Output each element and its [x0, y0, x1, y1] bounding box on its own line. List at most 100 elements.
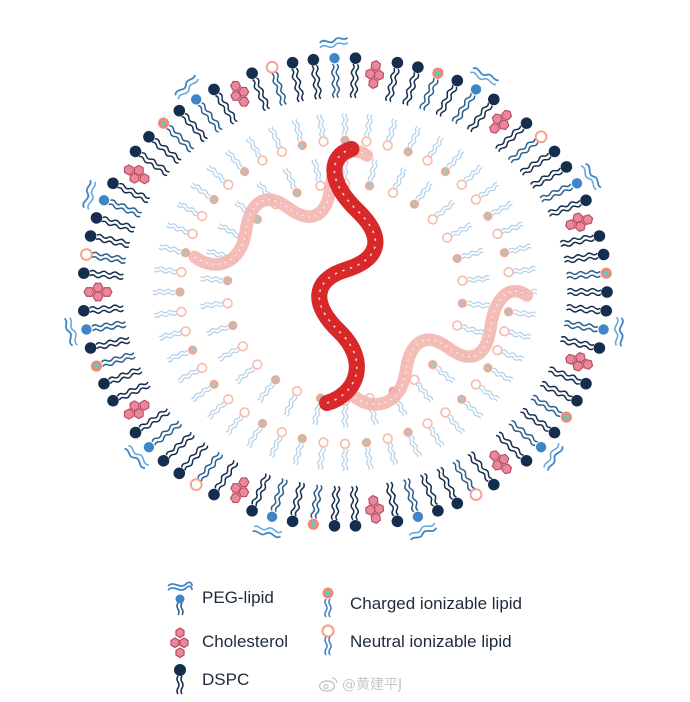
shell-lipid — [189, 451, 223, 492]
shell-lipid — [90, 352, 136, 372]
ionizable-lipid — [504, 307, 537, 318]
ionizable-lipid — [206, 320, 238, 336]
shell-lipid — [539, 162, 602, 203]
ionizable-lipid — [158, 244, 191, 258]
ionizable-lipid — [427, 200, 455, 225]
shell-lipid — [547, 194, 592, 217]
shell-lipid — [566, 304, 613, 317]
ionizable-lipid — [403, 427, 422, 458]
shell-lipid — [467, 93, 500, 133]
shell-lipid — [123, 399, 150, 420]
shell-lipid — [563, 248, 610, 264]
shell-lipid — [328, 485, 341, 532]
ionizable-lipid — [452, 248, 484, 264]
ionizable-lipid — [311, 158, 326, 192]
shell-lipid — [229, 477, 250, 504]
shell-lipid — [143, 131, 182, 164]
ionizable-lipid — [292, 434, 307, 466]
legend-label: Charged ionizable lipid — [350, 594, 523, 613]
watermark: @黄建平J — [318, 674, 402, 694]
ionizable-lipid — [361, 114, 373, 147]
ionizable-lipid — [339, 438, 351, 472]
weibo-logo-icon — [318, 677, 338, 692]
shell-lipid — [78, 267, 124, 280]
shell-lipid — [84, 230, 131, 249]
shell-lipid — [157, 117, 195, 153]
ionizable-lipid — [317, 437, 329, 470]
shell-lipid — [63, 317, 127, 347]
ionizable-lipid — [207, 394, 234, 420]
shell-lipid — [403, 477, 437, 541]
ionizable-lipid — [428, 360, 456, 384]
shell-lipid — [82, 179, 143, 218]
shell-lipid — [540, 380, 583, 407]
shell-lipid — [124, 420, 183, 470]
legend-neutral-ionizable-lipid: Neutral ionizable lipid — [314, 622, 512, 662]
ionizable-lipid — [483, 201, 513, 221]
shell-lipid — [385, 481, 404, 528]
shell-lipid — [495, 117, 533, 152]
ionizable-lipid — [382, 118, 398, 151]
ionizable-lipid — [283, 386, 303, 417]
ionizable-lipid — [492, 221, 524, 240]
shell-lipid — [84, 336, 131, 354]
shell-lipid — [98, 367, 143, 390]
ionizable-lipid — [409, 374, 434, 403]
ionizable-lipid — [457, 298, 490, 309]
ionizable-lipid — [200, 275, 233, 286]
shell-lipid — [349, 52, 362, 99]
shell-lipid — [90, 212, 136, 233]
legend-peg-lipid: PEG-lipid — [166, 578, 274, 618]
ionizable-lipid — [166, 222, 198, 240]
shell-lipid — [246, 473, 271, 517]
shell-lipid — [319, 36, 349, 99]
legend-cholesterol: Cholesterol — [166, 622, 288, 662]
shell-lipid — [129, 408, 171, 439]
charged-ionizable-lipid-icon — [322, 587, 334, 618]
ionizable-lipid — [340, 112, 350, 145]
shell-lipid — [451, 67, 499, 124]
legend-charged-ionizable-lipid: Charged ionizable lipid — [314, 584, 522, 624]
shell-lipid — [364, 60, 385, 90]
shell-lipid — [307, 484, 323, 530]
shell-lipid — [174, 74, 223, 133]
ionizable-lipid — [235, 359, 263, 384]
legend-label: Cholesterol — [202, 632, 288, 651]
shell-lipid — [489, 450, 513, 475]
ionizable-lipid — [246, 418, 268, 448]
ionizable-lipid — [387, 167, 407, 199]
mrna-strand — [311, 140, 384, 412]
shell-lipid — [107, 381, 151, 407]
ionizable-lipid — [457, 274, 490, 286]
legend-label: Neutral ionizable lipid — [350, 632, 512, 651]
shell-lipid — [559, 335, 606, 354]
ionizable-lipid — [282, 167, 302, 198]
ionizable-lipid — [499, 326, 532, 340]
ionizable-lipid — [364, 158, 378, 191]
ionizable-lipid — [422, 418, 445, 448]
ionizable-lipid — [176, 201, 208, 222]
ionizable-lipid — [382, 433, 399, 466]
ionizable-lipid — [361, 437, 374, 470]
ionizable-lipid — [245, 136, 268, 166]
shell-lipid — [286, 481, 305, 528]
shell-lipid — [436, 466, 464, 510]
shell-lipid — [208, 460, 239, 501]
ionizable-lipid — [190, 182, 219, 205]
mrna-strand — [348, 284, 534, 411]
lipid-nanoparticle-diagram — [63, 36, 624, 541]
ionizable-lipid — [217, 341, 249, 362]
dspc-icon — [174, 664, 186, 695]
ionizable-lipid — [456, 164, 483, 190]
outer-lipid-shell — [63, 36, 624, 541]
shell-lipid — [349, 485, 362, 532]
shell-lipid — [495, 431, 533, 467]
shell-lipid — [123, 164, 150, 185]
shell-lipid — [489, 109, 513, 134]
shell-lipid — [208, 83, 238, 125]
shell-lipid — [107, 177, 150, 204]
shell-lipid — [566, 286, 613, 298]
shell-lipid — [530, 394, 573, 423]
peg-lipid-icon — [167, 581, 193, 616]
ionizable-lipid — [291, 118, 307, 150]
